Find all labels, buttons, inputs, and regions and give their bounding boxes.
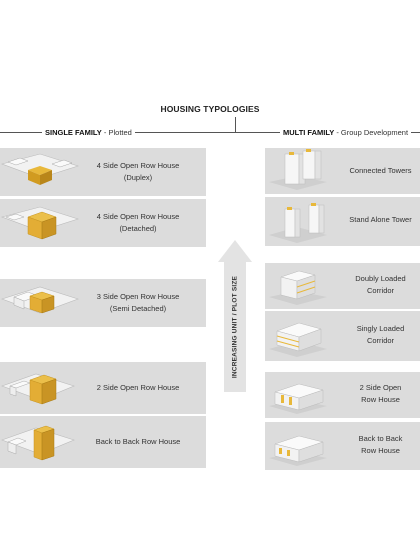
mf-panel-2-side-open: 2 Side Open Row House [265,372,420,418]
mf-item-6-label: Back to Back Row House [341,433,420,457]
connected-towers-illustration [269,149,327,190]
multi-family-subtitle: - Group Development [334,128,409,137]
multi-family-title: MULTI FAMILY [283,128,335,137]
sf-item-4-label: 2 Side Open Row House [70,382,206,394]
single-family-subtitle: - Plotted [101,128,132,137]
diagram-title: HOUSING TYPOLOGIES [160,104,260,114]
mf-item-4-line2: Corridor [366,336,395,345]
sf-item-5-label: Back to Back Row House [70,436,206,448]
mf-back-to-back-illustration [269,435,327,466]
semi-detached-house-illustration [1,286,79,314]
mf-item-3-line2: Corridor [366,286,395,295]
sf-item-1-line2: (Duplex) [123,173,153,182]
sf-panel-2-side-open: 2 Side Open Row House [0,362,206,414]
sf-item-3-line2: (Semi Detached) [109,304,167,313]
sf-panel-semi-detached: 3 Side Open Row House (Semi Detached) [0,279,206,327]
mf-panel-singly-loaded: Singly Loaded Corridor [265,311,420,361]
sf-item-1-label: 4 Side Open Row House (Duplex) [70,160,206,184]
increasing-arrow-body [224,262,246,392]
mf-item-5-label: 2 Side Open Row House [341,382,420,406]
doubly-loaded-corridor-illustration [269,270,327,305]
mf-panel-connected-towers: Connected Towers [265,148,420,194]
multi-family-heading: MULTI FAMILY - Group Development [280,128,412,137]
2-side-open-house-illustration [1,373,75,405]
sf-item-4-line1: 2 Side Open Row House [96,383,180,392]
single-family-branch-line [0,132,270,133]
singly-loaded-corridor-illustration [269,322,327,357]
mf-item-2-label: Stand Alone Tower [341,214,420,226]
mf-2-side-open-illustration [269,383,327,414]
sf-item-5-line1: Back to Back Row House [95,437,181,446]
mf-panel-doubly-loaded: Doubly Loaded Corridor [265,263,420,309]
sf-item-1-line1: 4 Side Open Row House [96,161,180,170]
mf-item-3-label: Doubly Loaded Corridor [341,273,420,297]
sf-item-2-label: 4 Side Open Row House (Detached) [70,211,206,235]
mf-item-5-line1: 2 Side Open [359,383,402,392]
back-to-back-house-illustration [1,425,75,461]
stand-alone-tower-illustration [269,203,327,243]
title-connector [235,117,236,132]
sf-item-2-line1: 4 Side Open Row House [96,212,180,221]
mf-item-3-line1: Doubly Loaded [355,274,406,283]
sf-panel-duplex: 4 Side Open Row House (Duplex) [0,148,206,196]
detached-house-illustration [1,206,79,240]
mf-item-4-line1: Singly Loaded [356,324,405,333]
mf-item-6-line2: Row House [361,446,400,455]
sf-panel-back-to-back: Back to Back Row House [0,416,206,468]
mf-panel-back-to-back: Back to Back Row House [265,422,420,470]
sf-item-3-line1: 3 Side Open Row House [96,292,180,301]
mf-item-1-label: Connected Towers [341,165,420,177]
mf-item-6-line1: Back to Back [358,434,403,443]
mf-item-5-line2: Row House [361,395,400,404]
increasing-arrow-head [218,240,252,262]
duplex-house-illustration [1,153,79,185]
sf-item-3-label: 3 Side Open Row House (Semi Detached) [70,291,206,315]
single-family-heading: SINGLE FAMILY - Plotted [42,128,135,137]
sf-panel-detached: 4 Side Open Row House (Detached) [0,199,206,247]
mf-item-2-line1: Stand Alone Tower [349,215,412,224]
sf-item-2-line2: (Detached) [119,224,157,233]
single-family-title: SINGLE FAMILY [45,128,102,137]
mf-item-4-label: Singly Loaded Corridor [341,323,420,347]
axis-label: INCREASING UNIT / PLOT SIZE [231,275,239,379]
mf-panel-stand-alone-tower: Stand Alone Tower [265,197,420,246]
mf-item-1-line1: Connected Towers [349,166,412,175]
